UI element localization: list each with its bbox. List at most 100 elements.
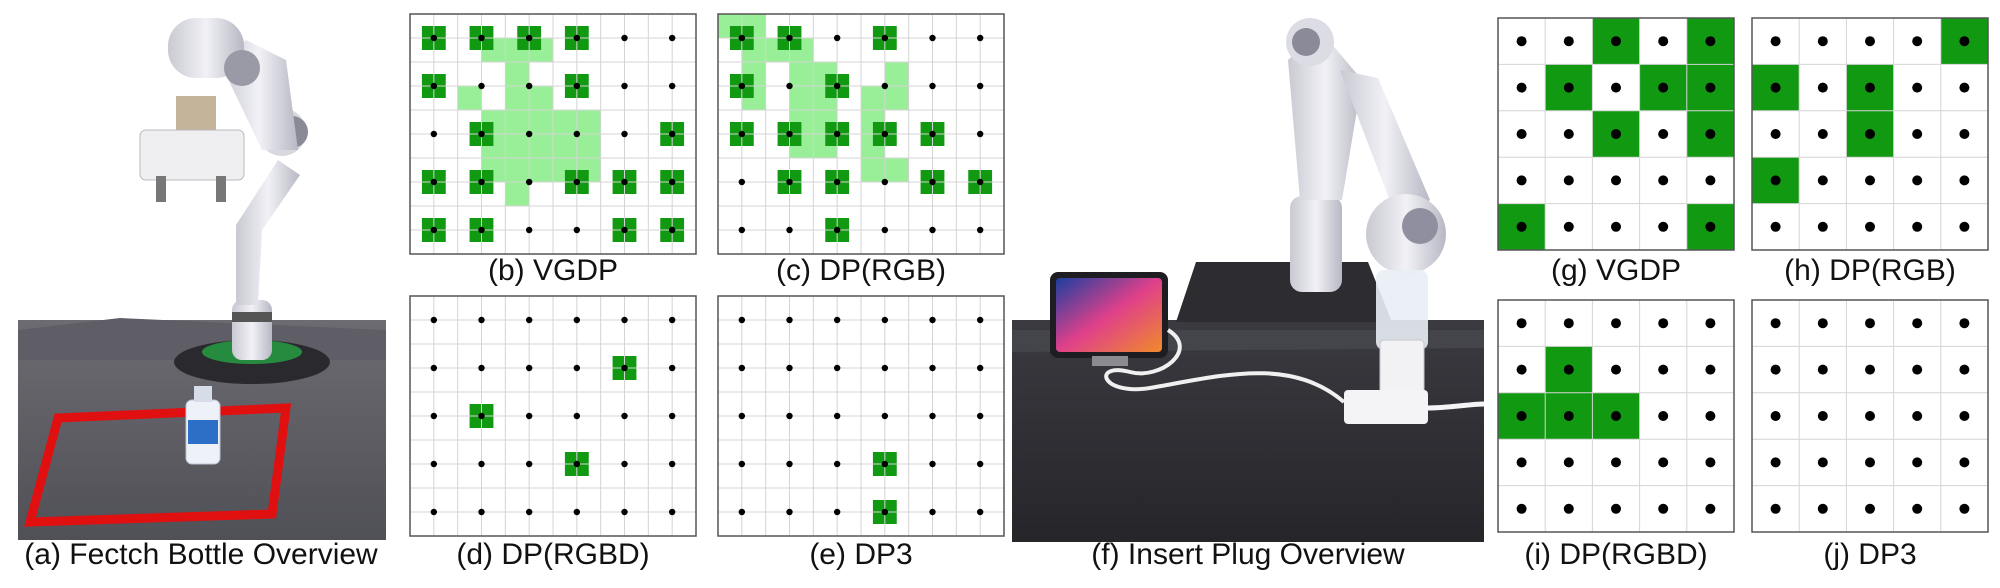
trajectory-cell	[553, 110, 577, 134]
plug-elbow-cap	[1292, 28, 1320, 56]
trajectory-cell	[884, 62, 909, 86]
test-position-dot	[1516, 318, 1527, 329]
test-position-dot	[525, 412, 533, 420]
test-position-dot	[1865, 129, 1875, 139]
test-position-dot	[738, 226, 746, 234]
test-position-dot	[1817, 364, 1828, 375]
test-position-dot	[976, 508, 984, 516]
test-position-dot	[976, 34, 984, 42]
test-position-dot	[929, 412, 936, 420]
plug-grid-vgdp	[1497, 17, 1735, 251]
test-position-dot	[1658, 175, 1669, 186]
test-position-dot	[1770, 221, 1781, 232]
test-position-dot	[1658, 318, 1669, 329]
insert-plug-photo	[1012, 18, 1485, 542]
test-position-dot	[1770, 364, 1781, 375]
test-position-dot	[786, 364, 793, 372]
test-position-dot	[621, 130, 628, 138]
test-position-dot	[1770, 411, 1781, 421]
test-position-dot	[1658, 503, 1669, 514]
test-position-dot	[1959, 503, 1970, 514]
test-position-dot	[573, 34, 581, 42]
caption-d: (d) DP(RGBD)	[456, 538, 650, 571]
test-position-dot	[1705, 411, 1716, 421]
tablet-screen	[1056, 278, 1162, 352]
test-position-dot	[1865, 221, 1875, 232]
test-position-dot	[1770, 175, 1781, 186]
test-position-dot	[1770, 318, 1781, 329]
gripper-finger-right	[216, 176, 226, 202]
test-position-dot	[1817, 411, 1828, 421]
robot-base	[232, 300, 272, 360]
test-position-dot	[430, 412, 438, 420]
plug-wrist-cap	[1402, 208, 1438, 244]
test-position-dot	[621, 82, 628, 90]
trajectory-cell	[861, 158, 885, 182]
trajectory-cell	[505, 62, 530, 86]
test-position-dot	[738, 316, 746, 324]
test-position-dot	[1611, 36, 1621, 47]
test-position-dot	[1770, 36, 1781, 47]
test-position-dot	[976, 364, 984, 372]
test-position-dot	[668, 316, 676, 324]
test-position-dot	[929, 364, 936, 372]
test-position-dot	[929, 34, 936, 42]
test-position-dot	[621, 226, 628, 234]
power-cable	[1427, 401, 1485, 411]
test-position-dot	[525, 316, 533, 324]
test-position-dot	[738, 130, 746, 138]
test-position-dot	[478, 316, 485, 324]
test-position-dot	[668, 178, 676, 186]
test-position-dot	[786, 82, 793, 90]
test-position-dot	[1516, 503, 1527, 514]
test-position-dot	[786, 508, 793, 516]
test-position-dot	[573, 178, 581, 186]
test-position-dot	[738, 460, 746, 468]
test-position-dot	[1959, 129, 1970, 139]
test-position-dot	[525, 178, 533, 186]
test-position-dot	[1563, 36, 1574, 47]
test-position-dot	[1658, 129, 1669, 139]
test-position-dot	[881, 82, 889, 90]
tablet-stand	[1092, 356, 1128, 366]
test-position-dot	[573, 412, 581, 420]
test-position-dot	[1611, 457, 1621, 468]
robot-joint-ring	[232, 312, 272, 322]
test-position-dot	[525, 130, 533, 138]
test-position-dot	[525, 226, 533, 234]
test-position-dot	[621, 34, 628, 42]
test-position-dot	[738, 82, 746, 90]
plug-grid-dp-rgb	[1751, 17, 1989, 251]
test-position-dot	[976, 82, 984, 90]
test-position-dot	[1563, 82, 1574, 93]
test-position-dot	[1817, 82, 1828, 93]
test-position-dot	[1912, 411, 1923, 421]
test-position-dot	[1959, 221, 1970, 232]
trajectory-cell	[576, 134, 601, 158]
test-position-dot	[1817, 36, 1828, 47]
test-position-dot	[786, 412, 793, 420]
test-position-dot	[881, 460, 889, 468]
test-position-dot	[1705, 129, 1716, 139]
bottle-label	[188, 420, 218, 444]
plug-grid-dp3	[1751, 299, 1989, 533]
fetch-grid-vgdp	[409, 13, 697, 255]
test-position-dot	[929, 82, 936, 90]
test-position-dot	[1705, 221, 1716, 232]
test-position-dot	[1865, 411, 1875, 421]
caption-h: (h) DP(RGB)	[1784, 254, 1956, 287]
test-position-dot	[1865, 175, 1875, 186]
test-position-dot	[525, 508, 533, 516]
test-position-dot	[1865, 457, 1875, 468]
test-position-dot	[668, 412, 676, 420]
test-position-dot	[786, 34, 793, 42]
robot-wrist-cap	[224, 50, 260, 86]
test-position-dot	[1817, 175, 1828, 186]
test-position-dot	[430, 178, 438, 186]
trajectory-cell	[789, 62, 814, 86]
panel-border	[409, 295, 697, 537]
test-position-dot	[1912, 364, 1923, 375]
test-position-dot	[573, 82, 581, 90]
trajectory-cell	[576, 110, 601, 134]
test-position-dot	[1959, 318, 1970, 329]
